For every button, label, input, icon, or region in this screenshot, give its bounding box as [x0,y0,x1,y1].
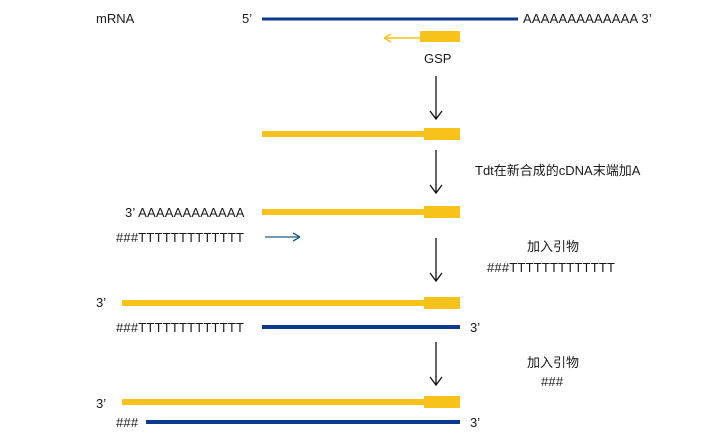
tdt-step-label: Tdt在新合成的cDNA末端加A [475,163,641,178]
polya-3prime-left-label: 3’ AAAAAAAAAAAA [125,205,245,220]
cdna-strand-row5 [122,399,424,405]
gsp-primer-block [420,31,460,42]
cdna-strand-row3 [262,209,424,215]
add-primer-label-2: 加入引物 [527,355,580,370]
oligo-t-primer-step-label: ###TTTTTTTTTTTTT [487,260,616,275]
oligo-t-primer-row4: ###TTTTTTTTTTTTT [116,320,245,335]
polya-tail-label: AAAAAAAAAAAAA 3’ [523,11,652,26]
three-prime-row4-right: 3’ [470,320,481,335]
cdna-block-row5 [424,396,460,408]
flow-arrow-1-head [429,110,443,121]
hash-primer-row5: ### [116,415,139,430]
three-prime-row5-left: 3’ [96,396,107,411]
hash-primer-step-label: ### [541,374,564,389]
flow-arrow-3-head [429,272,443,283]
cdna-block-row2 [424,128,460,140]
five-prime-label: 5’ [242,11,253,26]
gsp-label: GSP [424,51,452,66]
mrna-label: mRNA [96,11,135,26]
add-primer-label-1: 加入引物 [527,239,580,254]
cdna-strand-row4 [122,300,424,306]
cdna-strand-row2 [262,131,424,137]
oligo-t-primer-row3: ###TTTTTTTTTTTTT [116,230,245,245]
cdna-block-row4 [424,297,460,309]
flow-arrow-4-head [429,376,443,387]
three-prime-row4-left: 3’ [96,295,107,310]
cdna-block-row3 [424,206,460,218]
flow-arrow-2-head [429,184,443,195]
primer-extension-arrow-head [292,232,301,242]
gsp-arrow-head [383,33,392,43]
three-prime-row5-right: 3’ [470,415,481,430]
